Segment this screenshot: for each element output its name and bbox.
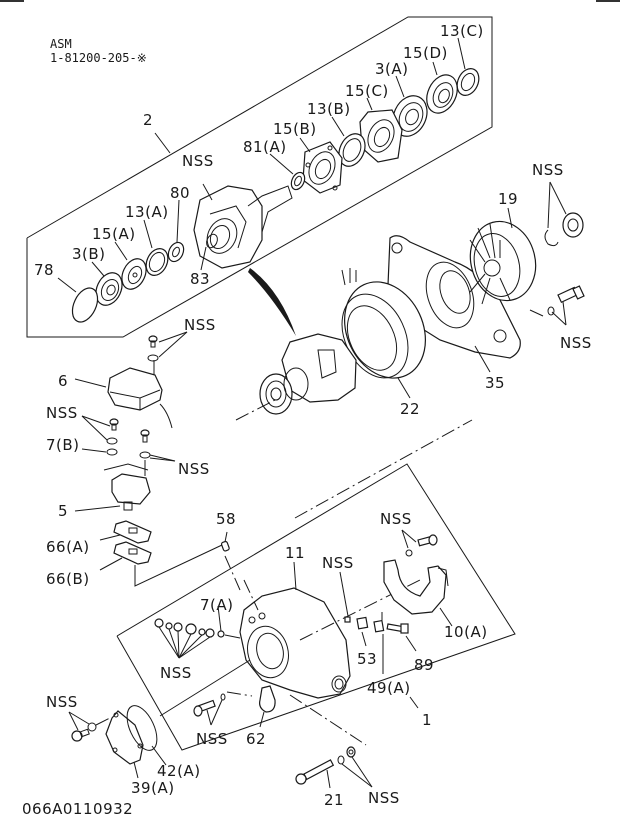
callout-3b[interactable]: 3(B) <box>72 245 106 263</box>
callout-nss-terminal[interactable]: NSS <box>160 664 192 682</box>
clamp-bolt[interactable] <box>193 691 253 726</box>
callout-nss-shield-bolt[interactable]: NSS <box>380 510 412 528</box>
dowel-pin-58[interactable] <box>220 531 241 591</box>
callout-3a[interactable]: 3(A) <box>375 60 409 78</box>
callout-15d[interactable]: 15(D) <box>403 44 448 62</box>
callout-78[interactable]: 78 <box>34 261 54 279</box>
callout-nss-reg-left[interactable]: NSS <box>46 404 78 422</box>
terminal-washer-set[interactable] <box>154 605 241 659</box>
callout-15c[interactable]: 15(C) <box>345 82 389 100</box>
rear-cover-screw[interactable] <box>68 711 111 742</box>
callout-42a[interactable]: 42(A) <box>157 762 201 780</box>
callout-nss-rotor[interactable]: NSS <box>182 152 214 170</box>
ring-81a[interactable] <box>269 153 307 192</box>
clamp-62[interactable] <box>259 685 276 728</box>
callout-nss-clamp[interactable]: NSS <box>196 730 228 748</box>
assembly-part-number: 1-81200-205-※ <box>50 51 147 65</box>
front-frame-box <box>116 463 516 751</box>
callout-19[interactable]: 19 <box>498 190 518 208</box>
regulator-6[interactable] <box>74 367 173 429</box>
callout-nss-frame-top[interactable]: NSS <box>322 554 354 572</box>
washer-13b[interactable] <box>331 116 370 170</box>
regulator-group-bracket <box>134 544 223 587</box>
seal-15d[interactable] <box>421 61 463 118</box>
clip-53[interactable] <box>356 616 369 647</box>
callout-53[interactable]: 53 <box>357 650 377 668</box>
callout-11[interactable]: 11 <box>285 544 305 562</box>
callout-80[interactable]: 80 <box>170 184 190 202</box>
terminal-nut[interactable] <box>299 571 421 641</box>
collar-80[interactable] <box>165 199 186 264</box>
callout-nss-reg-right[interactable]: NSS <box>178 460 210 478</box>
drawing-id: 066A0110932 <box>22 800 133 818</box>
stator-22[interactable] <box>329 268 440 399</box>
insulator-plate-66a[interactable] <box>99 520 152 544</box>
callout-66a[interactable]: 66(A) <box>46 538 90 556</box>
shield-10a[interactable] <box>383 559 453 627</box>
callout-22[interactable]: 22 <box>400 400 420 418</box>
leader-83 <box>200 246 207 271</box>
through-bolt-21[interactable] <box>289 694 367 789</box>
through-bolt-washers[interactable] <box>337 746 373 788</box>
insulator-plate-66b[interactable] <box>99 541 152 571</box>
callout-81a[interactable]: 81(A) <box>243 138 287 156</box>
washer-13a[interactable] <box>142 219 172 279</box>
callout-13c[interactable]: 13(C) <box>440 22 484 40</box>
callout-83[interactable]: 83 <box>190 270 210 288</box>
corner-mark-right <box>596 0 620 2</box>
seal-15a[interactable] <box>114 241 151 293</box>
rear-cover-39a[interactable] <box>105 710 144 779</box>
rotor-with-pulley[interactable] <box>259 333 357 415</box>
rotor[interactable] <box>193 183 293 269</box>
callout-89[interactable]: 89 <box>414 656 434 674</box>
brush-holder-5[interactable] <box>74 460 151 512</box>
callout-49a[interactable]: 49(A) <box>367 679 411 697</box>
cover-78[interactable] <box>57 277 103 326</box>
brush-holder-screw-right[interactable] <box>139 429 176 462</box>
callout-1[interactable]: 1 <box>422 711 432 729</box>
assembly-label: ASM <box>50 37 72 51</box>
callout-nss-reg-top[interactable]: NSS <box>184 316 216 334</box>
callout-nss-bolt-right[interactable]: NSS <box>560 334 592 352</box>
callout-7b[interactable]: 7(B) <box>46 436 80 454</box>
callout-39a[interactable]: 39(A) <box>131 779 175 797</box>
retainer-15c[interactable] <box>359 97 403 163</box>
callout-58[interactable]: 58 <box>216 510 236 528</box>
callout-nss-fan[interactable]: NSS <box>532 161 564 179</box>
callout-5[interactable]: 5 <box>58 502 68 520</box>
regulator-screw-top[interactable] <box>147 331 188 376</box>
callout-15a[interactable]: 15(A) <box>92 225 136 243</box>
callout-21[interactable]: 21 <box>324 791 344 809</box>
assembly-direction-arrow <box>248 268 296 336</box>
callout-2[interactable]: 2 <box>143 111 153 129</box>
callout-15b[interactable]: 15(B) <box>273 120 317 138</box>
callout-nss-throughbolt[interactable]: NSS <box>368 789 400 807</box>
rear-frame-bolt[interactable] <box>529 285 585 326</box>
callout-10a[interactable]: 10(A) <box>444 623 488 641</box>
front-frame-11[interactable] <box>239 561 351 699</box>
rotor-subassembly-box <box>26 16 493 338</box>
pulley-nut-and-washer[interactable] <box>544 181 584 247</box>
callout-13a[interactable]: 13(A) <box>125 203 169 221</box>
callout-7a[interactable]: 7(A) <box>200 596 234 614</box>
bolt-89[interactable] <box>386 623 417 652</box>
retainer-15b[interactable] <box>299 137 343 194</box>
assembly-outline-upper-bottom <box>294 419 473 519</box>
bearing-3b[interactable] <box>91 261 127 309</box>
assembly-outline-upper <box>235 399 276 421</box>
callout-62[interactable]: 62 <box>246 730 266 748</box>
terminal-49a[interactable] <box>373 612 385 674</box>
corner-mark-left <box>0 0 24 2</box>
callout-nss-cover[interactable]: NSS <box>46 693 78 711</box>
callout-35[interactable]: 35 <box>485 374 505 392</box>
washer-13c[interactable] <box>453 37 483 99</box>
callout-13b[interactable]: 13(B) <box>307 100 351 118</box>
brush-holder-screw-left[interactable] <box>81 415 119 456</box>
callout-66b[interactable]: 66(B) <box>46 570 90 588</box>
o-ring-42a[interactable] <box>121 659 251 766</box>
callout-6[interactable]: 6 <box>58 372 68 390</box>
fan-19[interactable] <box>462 207 545 308</box>
shield-bolt[interactable] <box>401 529 438 557</box>
